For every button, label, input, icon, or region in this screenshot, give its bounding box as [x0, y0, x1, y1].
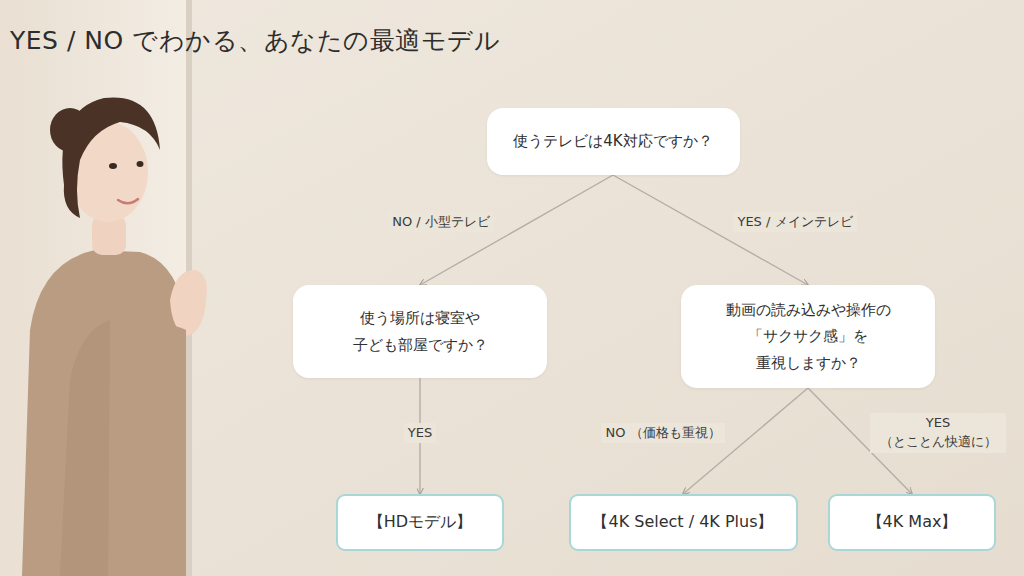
- text-group: 【4K Select / 4K Plus】: [592, 511, 773, 533]
- question-box: 使う場所は寝室や 子ども部屋ですか？: [293, 285, 547, 378]
- node-text: 【HDモデル】: [368, 511, 472, 533]
- node-text: 【4K Select / 4K Plus】: [592, 511, 773, 533]
- question-box: 使うテレビは4K対応ですか？: [487, 108, 740, 175]
- eye: [109, 163, 117, 169]
- sweater-shade: [60, 320, 110, 576]
- text-group: 【4K Max】: [867, 511, 958, 533]
- hair-bun: [50, 108, 90, 152]
- result-box: 【4K Select / 4K Plus】: [569, 494, 798, 551]
- sleeve: [150, 325, 186, 370]
- back-wall: [0, 0, 190, 576]
- mouth: [118, 199, 138, 203]
- edge-label: YES （とことん快適に）: [870, 413, 1006, 453]
- text-group: 動画の読み込みや操作の 「サクサク感」を 重視しますか？: [697, 297, 919, 376]
- edge-label: NO / 小型テレビ: [388, 212, 494, 233]
- hand: [170, 270, 207, 336]
- edge-label: NO （価格も重視）: [601, 423, 724, 444]
- result-box: 【4K Max】: [828, 494, 996, 551]
- title: YES / NO でわかる、あなたの最適モデル: [10, 24, 500, 57]
- text-group: 使うテレビは4K対応ですか？: [513, 128, 712, 154]
- sweater: [22, 250, 190, 576]
- eye: [137, 161, 144, 167]
- node-text: 動画の読み込みや操作の 「サクサク感」を 重視しますか？: [697, 297, 919, 376]
- edge-label: YES: [404, 423, 436, 444]
- question-box: 動画の読み込みや操作の 「サクサク感」を 重視しますか？: [681, 285, 935, 388]
- text-group: 使う場所は寝室や 子ども部屋ですか？: [309, 305, 531, 358]
- edge-label: YES / メインテレビ: [733, 212, 856, 233]
- node-text: 【4K Max】: [867, 511, 958, 533]
- text-group: 【HDモデル】: [368, 511, 472, 533]
- node-text: 使う場所は寝室や 子ども部屋ですか？: [309, 305, 531, 358]
- result-box: 【HDモデル】: [336, 494, 504, 551]
- node-text: 使うテレビは4K対応ですか？: [513, 128, 712, 154]
